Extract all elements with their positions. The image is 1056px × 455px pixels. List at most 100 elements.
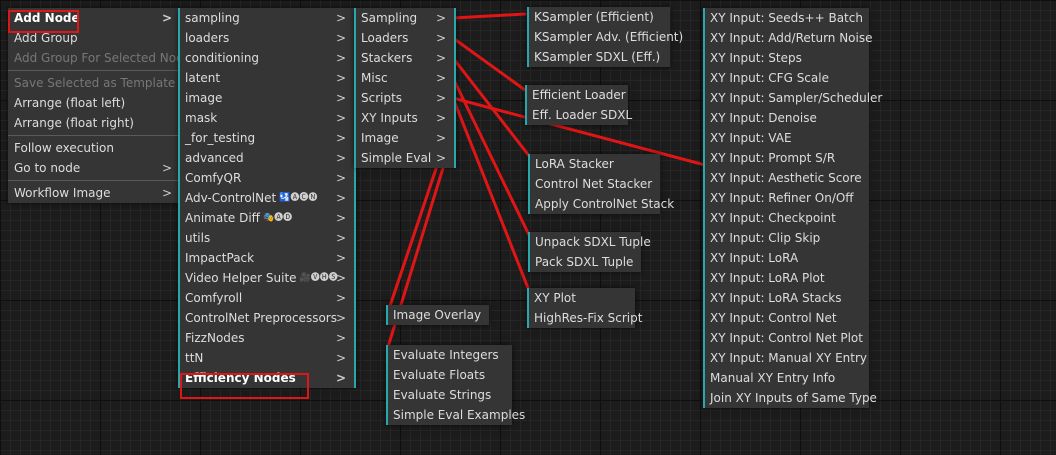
menu-item-adv-controlnet[interactable]: Adv-ControlNet🛂🅐🅒🅝 bbox=[178, 188, 356, 208]
menu-item-simple-eval[interactable]: Simple Eval bbox=[354, 148, 456, 168]
menu-item-comfyroll[interactable]: Comfyroll bbox=[178, 288, 356, 308]
menu-item-label: XY Inputs bbox=[361, 111, 418, 125]
menu-item-eff-loader-sdxl[interactable]: Eff. Loader SDXL bbox=[525, 105, 632, 125]
menu-item-evaluate-floats[interactable]: Evaluate Floats bbox=[386, 365, 512, 385]
menu-item-ksampler-sdxl-eff[interactable]: KSampler SDXL (Eff.) bbox=[527, 47, 670, 67]
menu-item-loaders[interactable]: Loaders bbox=[354, 28, 456, 48]
menu-item-loaders[interactable]: loaders bbox=[178, 28, 356, 48]
menu-item-xy-input-lora-plot[interactable]: XY Input: LoRA Plot bbox=[703, 268, 869, 288]
node-pack-badge-icon: 🎥🅥🅗🅢 bbox=[299, 273, 338, 283]
menu-item-manual-xy-entry-info[interactable]: Manual XY Entry Info bbox=[703, 368, 869, 388]
menu-item-fizznodes[interactable]: FizzNodes bbox=[178, 328, 356, 348]
menu-item-workflow-image[interactable]: Workflow Image bbox=[8, 183, 180, 203]
menu-item-scripts[interactable]: Scripts bbox=[354, 88, 456, 108]
menu-item-label: ComfyQR bbox=[185, 171, 242, 185]
menu-item-xy-input-manual-xy-entry[interactable]: XY Input: Manual XY Entry bbox=[703, 348, 869, 368]
menu-item-sampling[interactable]: sampling bbox=[178, 8, 356, 28]
menu-item-ksampler-efficient[interactable]: KSampler (Efficient) bbox=[527, 7, 670, 27]
menu-item-label: Scripts bbox=[361, 91, 403, 105]
menu-item-controlnet-preprocessors[interactable]: ControlNet Preprocessors bbox=[178, 308, 356, 328]
menu-item-label: Evaluate Integers bbox=[393, 348, 499, 362]
menu-item-xy-input-control-net[interactable]: XY Input: Control Net bbox=[703, 308, 869, 328]
menu-separator bbox=[8, 180, 180, 181]
menu-item-xy-input-aesthetic-score[interactable]: XY Input: Aesthetic Score bbox=[703, 168, 869, 188]
menu-item-arrange-float-right[interactable]: Arrange (float right) bbox=[8, 113, 180, 133]
menu-item-image[interactable]: image bbox=[178, 88, 356, 108]
menu-item-xy-input-clip-skip[interactable]: XY Input: Clip Skip bbox=[703, 228, 869, 248]
menu-item-highres-fix-script[interactable]: HighRes-Fix Script bbox=[527, 308, 642, 328]
menu-item-pack-sdxl-tuple[interactable]: Pack SDXL Tuple bbox=[528, 252, 641, 272]
menu-item-label: utils bbox=[185, 231, 211, 245]
menu-item-xy-input-refiner-on-off[interactable]: XY Input: Refiner On/Off bbox=[703, 188, 869, 208]
menu-item-label: Control Net Stacker bbox=[535, 177, 653, 191]
menu-item-unpack-sdxl-tuple[interactable]: Unpack SDXL Tuple bbox=[528, 232, 651, 252]
menu-item-label: XY Input: LoRA Stacks bbox=[710, 291, 842, 305]
menu-item-xy-input-add-return-noise[interactable]: XY Input: Add/Return Noise bbox=[703, 28, 873, 48]
menu-item-image-overlay[interactable]: Image Overlay bbox=[386, 305, 489, 325]
menu-item-xy-input-checkpoint[interactable]: XY Input: Checkpoint bbox=[703, 208, 869, 228]
menu-item-label: Add Node bbox=[14, 11, 80, 25]
menu-item-xy-input-sampler-scheduler[interactable]: XY Input: Sampler/Scheduler bbox=[703, 88, 882, 108]
menu-item-label: Workflow Image bbox=[14, 186, 111, 200]
menu-item-conditioning[interactable]: conditioning bbox=[178, 48, 356, 68]
menu-item-xy-input-control-net-plot[interactable]: XY Input: Control Net Plot bbox=[703, 328, 869, 348]
menu-item-utils[interactable]: utils bbox=[178, 228, 356, 248]
menu-item-xy-input-lora-stacks[interactable]: XY Input: LoRA Stacks bbox=[703, 288, 869, 308]
menu-item-comfyqr[interactable]: ComfyQR bbox=[178, 168, 356, 188]
menu-item-sampling[interactable]: Sampling bbox=[354, 8, 456, 28]
menu-item-impactpack[interactable]: ImpactPack bbox=[178, 248, 356, 268]
menu-item-go-to-node[interactable]: Go to node bbox=[8, 158, 180, 178]
menu-item-follow-execution[interactable]: Follow execution bbox=[8, 138, 180, 158]
menu-item-control-net-stacker[interactable]: Control Net Stacker bbox=[528, 174, 660, 194]
menu-item-label: Go to node bbox=[14, 161, 81, 175]
menu-item-xy-input-steps[interactable]: XY Input: Steps bbox=[703, 48, 869, 68]
menu-item-xy-input-seeds-batch[interactable]: XY Input: Seeds++ Batch bbox=[703, 8, 869, 28]
node-categories-menu: sampling loaders conditioninglatentimage ma… bbox=[178, 8, 356, 388]
menu-item-simple-eval-examples[interactable]: Simple Eval Examples bbox=[386, 405, 525, 425]
menu-item-add-group[interactable]: Add Group bbox=[8, 28, 180, 48]
menu-item-advanced[interactable]: advanced bbox=[178, 148, 356, 168]
menu-item-xy-plot[interactable]: XY Plot bbox=[527, 288, 635, 308]
menu-item-label: mask bbox=[185, 111, 218, 125]
menu-item-label: Simple Eval Examples bbox=[393, 408, 526, 422]
menu-item-arrange-float-left[interactable]: Arrange (float left) bbox=[8, 93, 180, 113]
menu-item-image[interactable]: Image bbox=[354, 128, 456, 148]
menu-item-mask[interactable]: mask bbox=[178, 108, 356, 128]
menu-item-xy-input-vae[interactable]: XY Input: VAE bbox=[703, 128, 869, 148]
menu-item-label: XY Input: CFG Scale bbox=[710, 71, 829, 85]
node-pack-badge-icon: 🛂🅐🅒🅝 bbox=[279, 193, 318, 203]
menu-item-label: loaders bbox=[185, 31, 230, 45]
menu-item-xy-input-denoise[interactable]: XY Input: Denoise bbox=[703, 108, 869, 128]
menu-item-label: Comfyroll bbox=[185, 291, 243, 305]
menu-item-label: XY Input: Control Net bbox=[710, 311, 837, 325]
menu-item-efficiency-nodes[interactable]: Efficiency Nodes bbox=[178, 368, 356, 388]
menu-item-xy-input-prompt-s-r[interactable]: XY Input: Prompt S/R bbox=[703, 148, 869, 168]
menu-item-label: _for_testing bbox=[185, 131, 256, 145]
menu-item-label: Efficient Loader bbox=[532, 88, 626, 102]
menu-item-animate-diff[interactable]: Animate Diff🎭🅐🅓 bbox=[178, 208, 356, 228]
menu-item-xy-inputs[interactable]: XY Inputs bbox=[354, 108, 456, 128]
menu-item-apply-controlnet-stack[interactable]: Apply ControlNet Stack bbox=[528, 194, 674, 214]
image-submenu: Image Overlay bbox=[386, 305, 489, 325]
menu-item-label: Manual XY Entry Info bbox=[710, 371, 836, 385]
menu-item-lora-stacker[interactable]: LoRA Stacker bbox=[528, 154, 660, 174]
menu-item-add-node[interactable]: Add Node bbox=[8, 8, 180, 28]
menu-item-video-helper-suite[interactable]: Video Helper Suite🎥🅥🅗🅢 bbox=[178, 268, 356, 288]
menu-item-evaluate-strings[interactable]: Evaluate Strings bbox=[386, 385, 512, 405]
menu-item-for-testing[interactable]: _for_testing bbox=[178, 128, 356, 148]
menu-item-xy-input-lora[interactable]: XY Input: LoRA bbox=[703, 248, 869, 268]
menu-item-ttn[interactable]: ttN bbox=[178, 348, 356, 368]
menu-item-label: XY Input: Add/Return Noise bbox=[710, 31, 873, 45]
menu-item-latent[interactable]: latent bbox=[178, 68, 356, 88]
menu-item-xy-input-cfg-scale[interactable]: XY Input: CFG Scale bbox=[703, 68, 869, 88]
menu-item-evaluate-integers[interactable]: Evaluate Integers bbox=[386, 345, 512, 365]
menu-item-misc[interactable]: Misc bbox=[354, 68, 456, 88]
menu-item-label: Stackers bbox=[361, 51, 413, 65]
menu-item-efficient-loader[interactable]: Efficient Loader bbox=[525, 85, 628, 105]
menu-item-stackers[interactable]: Stackers bbox=[354, 48, 456, 68]
menu-item-ksampler-adv-efficient[interactable]: KSampler Adv. (Efficient) bbox=[527, 27, 683, 47]
menu-item-join-xy-inputs-of-same-type[interactable]: Join XY Inputs of Same Type bbox=[703, 388, 877, 408]
